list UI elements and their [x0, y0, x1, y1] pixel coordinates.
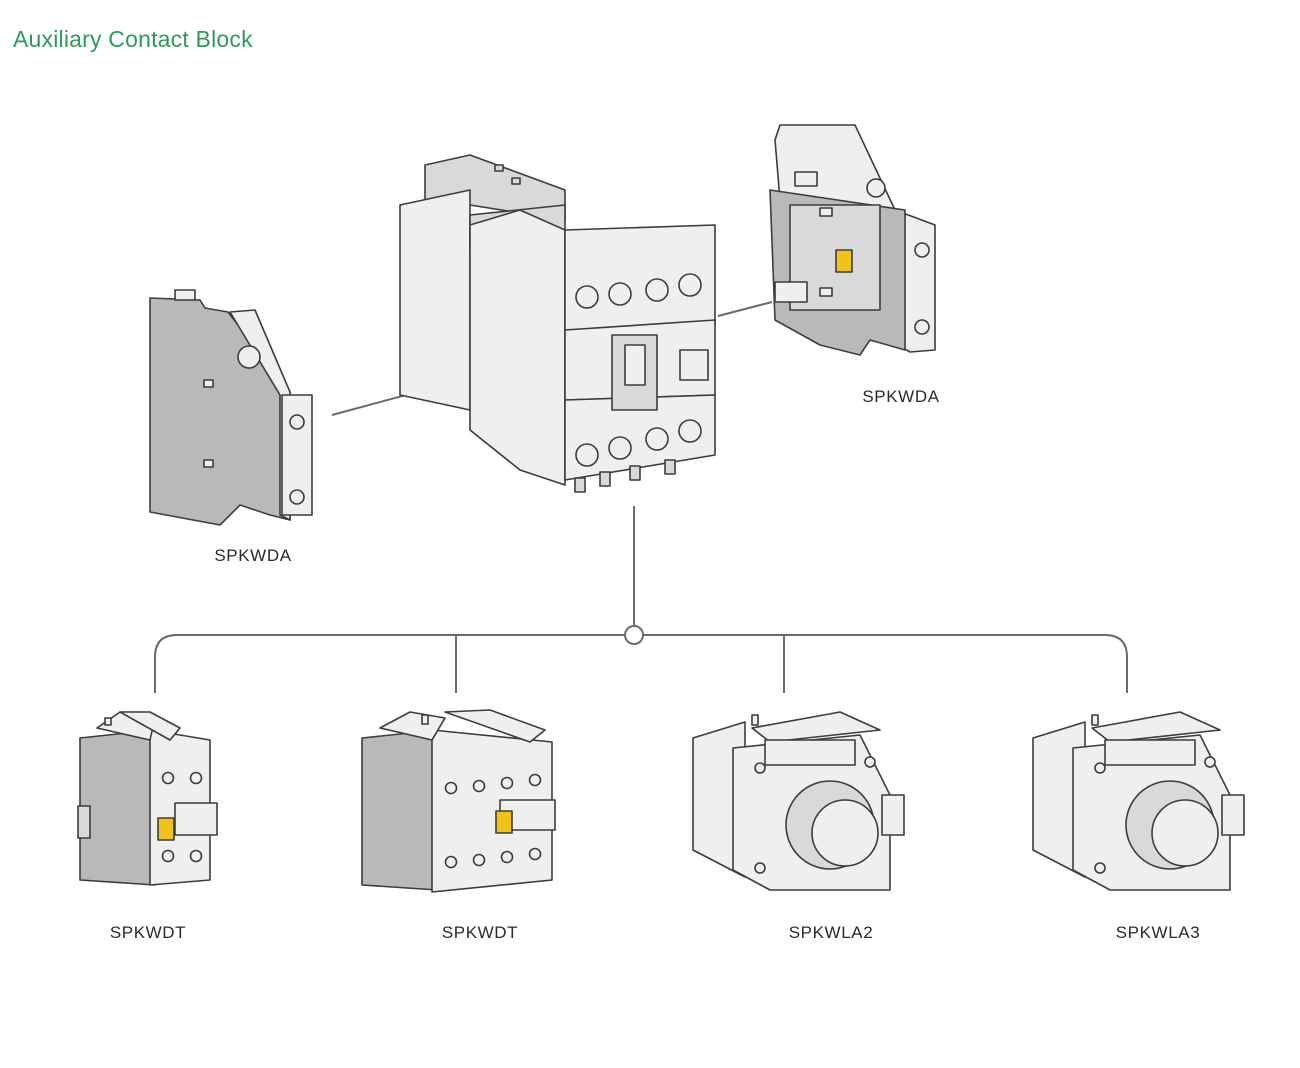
component-shape [1221, 794, 1245, 836]
component-shape [881, 794, 905, 836]
component-shape [1151, 799, 1219, 867]
component-shape [864, 756, 876, 768]
component-shape [79, 729, 156, 886]
component-shape [754, 762, 766, 774]
component-shape [444, 781, 458, 795]
spkwla2-image [692, 711, 905, 891]
component-shape [500, 850, 514, 864]
component-shape [575, 285, 599, 309]
component-shape [645, 278, 669, 302]
component-shape [914, 242, 930, 258]
spkwdt-1-image [77, 711, 218, 886]
spkwda-right-image [769, 124, 936, 356]
component-shape [751, 711, 881, 743]
component-shape [431, 729, 553, 893]
connector-lines [154, 301, 1128, 693]
component-shape [564, 394, 716, 481]
spkwla3-image [1032, 711, 1245, 891]
component-shape [751, 714, 759, 726]
component-shape [608, 436, 632, 460]
component-shape [174, 289, 196, 301]
label-spkwla3: SPKWLA3 [1115, 923, 1201, 942]
component-shape [1204, 756, 1216, 768]
component-shape [203, 379, 214, 388]
component-shape [664, 459, 676, 475]
component-shape [361, 729, 439, 891]
component-shape [679, 349, 709, 381]
component-shape [1094, 762, 1106, 774]
contactor-image [399, 154, 716, 493]
component-shape [624, 344, 646, 386]
component-shape [811, 799, 879, 867]
component-shape [289, 489, 305, 505]
component-shape [1104, 739, 1196, 766]
component-shape [494, 164, 504, 172]
component-shape [819, 287, 833, 297]
component-shape [528, 847, 542, 861]
component-shape [444, 855, 458, 869]
component-shape [608, 282, 632, 306]
component-shape [472, 779, 486, 793]
component-shape [528, 773, 542, 787]
component-shape [189, 771, 203, 785]
component-shape [421, 714, 429, 725]
component-shape [189, 849, 203, 863]
component-shape [794, 171, 818, 187]
component-shape [289, 414, 305, 430]
component-shape [678, 419, 702, 443]
component-shape [629, 465, 641, 481]
junction-node [624, 625, 644, 645]
component-shape [444, 709, 546, 743]
component-shape [161, 849, 175, 863]
component-shape [575, 443, 599, 467]
component-shape [835, 249, 853, 273]
component-shape [1091, 711, 1221, 743]
component-shape [119, 711, 181, 741]
component-shape [645, 427, 669, 451]
component-shape [1091, 714, 1099, 726]
label-spkwda-left: SPKWDA [214, 546, 292, 565]
component-shape [104, 717, 112, 726]
component-shape [678, 273, 702, 297]
component-shape [77, 805, 91, 839]
component-shape [500, 776, 514, 790]
spkwda-left-image [149, 289, 313, 526]
component-shape [174, 802, 218, 836]
component-shape [1094, 862, 1106, 874]
component-shape [819, 207, 833, 217]
label-spkwdt-2: SPKWDT [441, 923, 519, 942]
spkwdt-2-image [361, 709, 556, 893]
component-shape [161, 771, 175, 785]
component-shape [754, 862, 766, 874]
component-shape [157, 817, 175, 841]
page-title: Auxiliary Contact Block [13, 26, 253, 52]
component-shape [399, 189, 471, 411]
component-shape [203, 459, 214, 468]
component-shape [472, 853, 486, 867]
connector-bus [154, 634, 1128, 693]
component-shape [149, 297, 291, 526]
component-shape [469, 209, 566, 486]
label-spkwda-right: SPKWDA [862, 387, 940, 406]
component-shape [914, 319, 930, 335]
component-shape [495, 810, 513, 834]
component-shape [237, 345, 261, 369]
component-shape [599, 471, 611, 487]
component-shape [764, 739, 856, 766]
connector-right [717, 301, 773, 317]
component-shape [574, 477, 586, 493]
label-spkwdt-1: SPKWDT [109, 923, 187, 942]
component-shape [511, 177, 521, 185]
component-shape [774, 281, 808, 303]
component-shape [229, 309, 291, 521]
component-shape [866, 178, 886, 198]
label-spkwla2: SPKWLA2 [788, 923, 874, 942]
